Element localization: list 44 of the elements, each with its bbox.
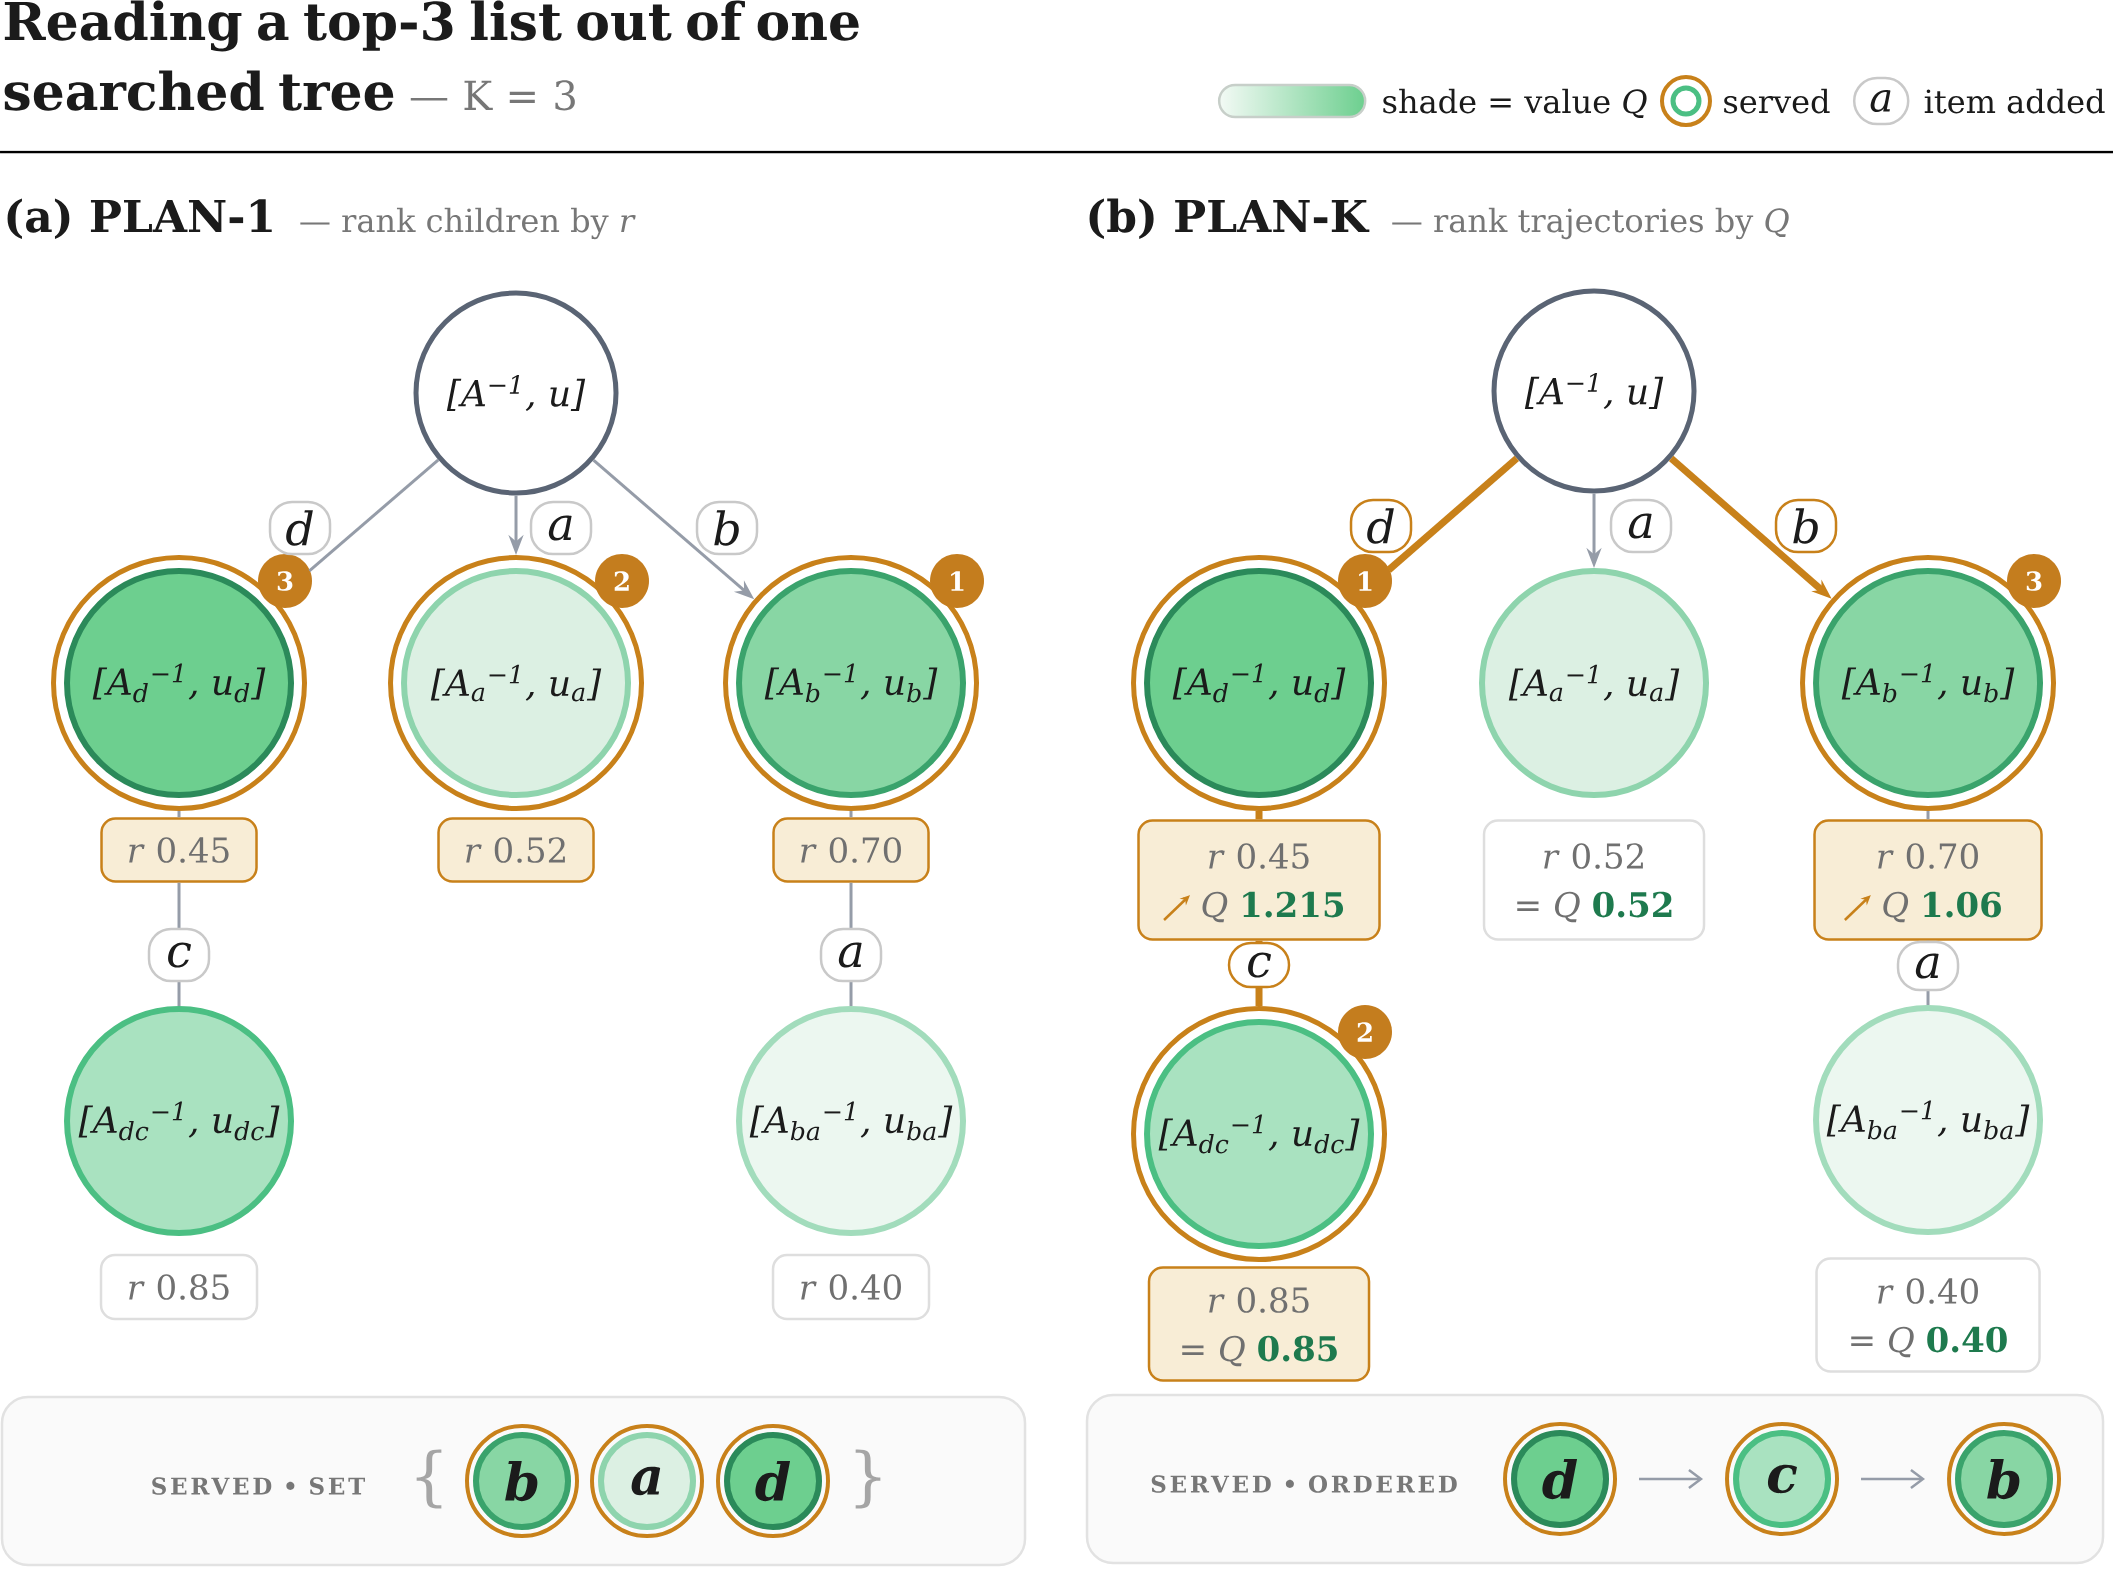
arrow [1639,1469,1704,1490]
score-box: r 0.45 [100,817,258,883]
edge-label: c [1227,941,1291,989]
rank-badge: 1 [1338,554,1392,608]
title: Reading a top-3 list out of one searched tree — K = 3 [4,0,859,111]
letter-pill: a [1852,76,1910,126]
connector-line [1926,811,1930,820]
edge-label: a [1609,498,1673,554]
edge-label: a [529,500,593,556]
arrow [1861,1469,1926,1489]
panel-subtitle: — rank trajectories by Q [1392,207,1789,240]
score-box: r 0.52 [437,817,595,883]
legend-label: served [1724,88,1830,114]
rank-badge: 2 [595,554,649,608]
legend-label: shade = value Q [1383,88,1647,119]
legend-label: item added [1924,88,2105,114]
score-box: r 0.40 = Q 0.40 [1815,1257,2041,1373]
brace: } [855,1449,881,1509]
edge-label: a [1896,940,1960,992]
rank-badge: 3 [2007,554,2062,608]
edge-label: d [268,500,332,556]
edge-label: b [1774,498,1838,554]
connector-line [1386,455,1520,573]
edge-label: d [1349,498,1413,554]
score-box: r 0.85 = Q 0.85 [1147,1266,1371,1382]
edge-label: c [147,927,211,983]
score-box: r 0.85 [99,1253,259,1321]
panel-heading: (b) PLAN-K [1089,198,1370,239]
edge-label: a [819,927,883,983]
score-box: r 0.70 [772,817,930,883]
connector-line [849,811,853,818]
panel-subtitle: — rank children by r [300,207,636,240]
rank-badge: 3 [258,554,312,608]
rank-badge: 2 [1338,1005,1392,1059]
brace: { [416,1449,442,1509]
rank-badge: 1 [930,554,984,608]
score-box: r 0.40 [771,1253,931,1321]
panel-heading: (a) PLAN-1 [7,198,272,239]
score-box: r 0.45 Q 1.215 [1137,819,1381,941]
edge-label: b [695,500,759,556]
connector-line [308,458,440,572]
connector-line [177,811,181,818]
score-box: r 0.70 Q 1.06 [1813,819,2043,941]
score-box: r 0.52 = Q 0.52 [1482,819,1706,941]
